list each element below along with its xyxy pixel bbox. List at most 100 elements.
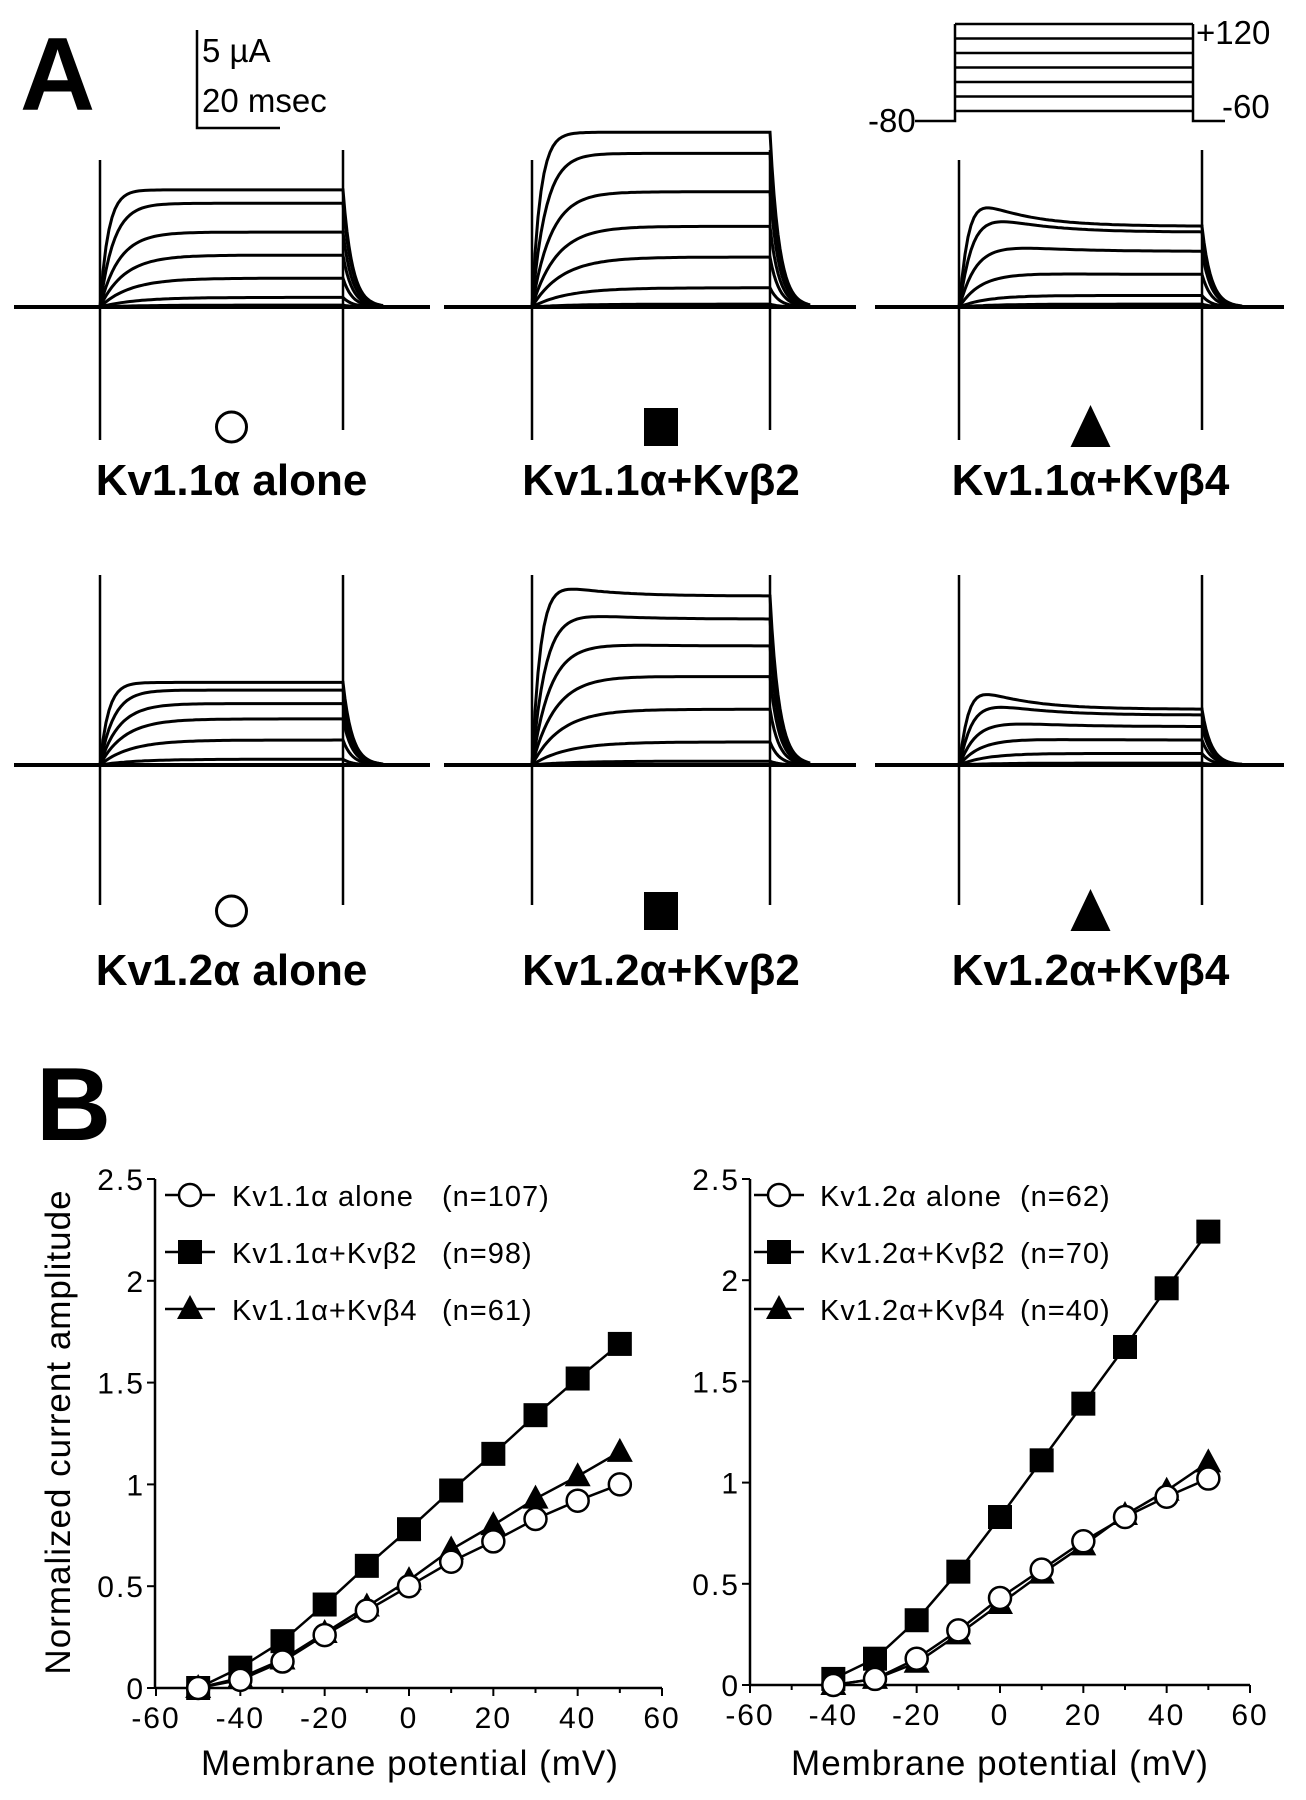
legend-name: Kv1.1α+Kvβ4 — [232, 1295, 418, 1327]
current-trace — [530, 255, 811, 308]
panel-b-letter: B — [36, 1047, 111, 1163]
legend-name: Kv1.2α+Kvβ4 — [820, 1295, 1006, 1327]
open-circle-marker — [270, 1649, 295, 1674]
trace-panel: Kv1.1α+Kvβ4 — [875, 150, 1284, 505]
current-trace — [957, 722, 1243, 766]
filled-square-marker — [767, 1240, 791, 1264]
legend-entry: Kv1.2α+Kvβ4(n=40) — [754, 1295, 1110, 1327]
open-circle-marker — [1154, 1484, 1179, 1510]
open-circle-marker — [1196, 1466, 1221, 1491]
open-circle-marker — [1071, 1529, 1096, 1554]
current-trace — [957, 272, 1243, 309]
current-trace — [957, 246, 1243, 308]
open-circle-marker — [481, 1529, 506, 1554]
filled-square-marker — [1113, 1334, 1137, 1359]
current-trace — [98, 201, 384, 308]
legend-name: Kv1.1α alone — [232, 1181, 414, 1213]
filled-square-marker — [481, 1441, 506, 1466]
legend-entry: Kv1.2α alone(n=62) — [754, 1181, 1110, 1213]
filled-square-marker — [523, 1403, 548, 1428]
filled-square-marker — [178, 1240, 202, 1264]
current-trace — [957, 705, 1243, 766]
legend-entry: Kv1.1α+Kvβ4(n=61) — [165, 1295, 532, 1327]
x-tick-label: -40 — [216, 1702, 265, 1735]
protocol-holding-label: -80 — [868, 102, 916, 139]
filled-square-marker — [1154, 1276, 1179, 1301]
condition-label: Kv1.1α+Kvβ2 — [522, 456, 800, 505]
x-tick-label: -60 — [725, 1699, 774, 1732]
x-tick-label: 60 — [1231, 1699, 1268, 1732]
protocol-bottom-label: -60 — [1222, 88, 1270, 125]
open-circle-marker — [987, 1585, 1013, 1611]
current-trace — [957, 738, 1243, 767]
open-circle-marker — [821, 1672, 846, 1698]
filled-square-marker — [946, 1559, 971, 1584]
current-trace — [99, 738, 384, 767]
x-axis-title-left: Membrane potential (mV) — [201, 1744, 619, 1783]
current-trace — [98, 253, 384, 308]
current-trace — [957, 220, 1243, 308]
x-tick-label: -20 — [300, 1702, 349, 1735]
open-circle-marker — [523, 1506, 548, 1532]
filled-triangle-marker — [1195, 1448, 1222, 1473]
filled-triangle-marker — [522, 1484, 549, 1509]
x-tick-label: 0 — [400, 1702, 419, 1735]
open-circle-marker — [354, 1598, 380, 1623]
open-circle-marker — [438, 1549, 464, 1575]
current-trace — [531, 759, 811, 767]
open-circle-marker — [904, 1646, 929, 1671]
filled-square-marker — [397, 1517, 421, 1542]
open-circle-marker — [607, 1472, 633, 1497]
legend-name: Kv1.1α+Kvβ2 — [232, 1238, 418, 1270]
condition-label: Kv1.2α+Kvβ2 — [522, 946, 800, 995]
open-circle-marker — [312, 1622, 337, 1648]
filled-square-marker — [565, 1366, 590, 1391]
current-trace — [531, 286, 811, 309]
y-tick-label: 1.5 — [692, 1366, 740, 1399]
open-circle-marker — [766, 1182, 792, 1208]
series-filled-square — [821, 1219, 1221, 1691]
series-line — [832, 1230, 1210, 1681]
filled-triangle-marker — [480, 1511, 507, 1536]
legend-n: (n=98) — [442, 1238, 533, 1270]
current-trace — [530, 707, 811, 766]
x-tick-label: 60 — [643, 1702, 680, 1735]
filled-triangle-marker — [606, 1437, 633, 1462]
y-axis-title: Normalized current amplitude — [39, 1189, 78, 1674]
y-tick-label: 0 — [126, 1673, 145, 1706]
open-circle-icon — [215, 410, 248, 444]
filled-triangle-marker — [766, 1295, 792, 1319]
trace-panel: Kv1.2α+Kvβ4 — [875, 575, 1284, 995]
trace-panel: Kv1.1α alone — [14, 150, 430, 505]
y-tick-label: 0.5 — [97, 1571, 145, 1604]
x-tick-label: -60 — [131, 1702, 180, 1735]
filled-triangle-marker — [564, 1462, 591, 1487]
filled-square-icon — [644, 408, 678, 446]
filled-square-marker — [1029, 1448, 1054, 1473]
current-trace — [530, 151, 811, 308]
current-trace — [98, 702, 384, 766]
condition-label: Kv1.1α alone — [96, 456, 368, 505]
filled-square-marker — [607, 1331, 632, 1356]
current-trace — [530, 190, 811, 308]
open-circle-marker — [177, 1182, 203, 1208]
x-tick-label: 0 — [991, 1699, 1010, 1732]
current-trace — [99, 757, 383, 767]
current-trace — [530, 224, 811, 308]
current-trace — [958, 752, 1243, 767]
current-trace — [958, 302, 1242, 309]
y-tick-label: 2 — [721, 1265, 740, 1298]
legend-name: Kv1.2α alone — [820, 1181, 1002, 1213]
current-trace — [958, 294, 1243, 309]
x-tick-label: 40 — [1148, 1699, 1185, 1732]
filled-square-marker — [312, 1592, 337, 1617]
filled-square-marker — [1071, 1391, 1096, 1416]
scale-bar-time: 20 msec — [202, 82, 327, 119]
trace-panel: Kv1.2α alone — [14, 575, 430, 995]
current-trace — [530, 615, 811, 766]
series-open-circle — [821, 1466, 1221, 1698]
current-trace — [98, 276, 383, 309]
y-tick-label: 2.5 — [692, 1164, 740, 1197]
